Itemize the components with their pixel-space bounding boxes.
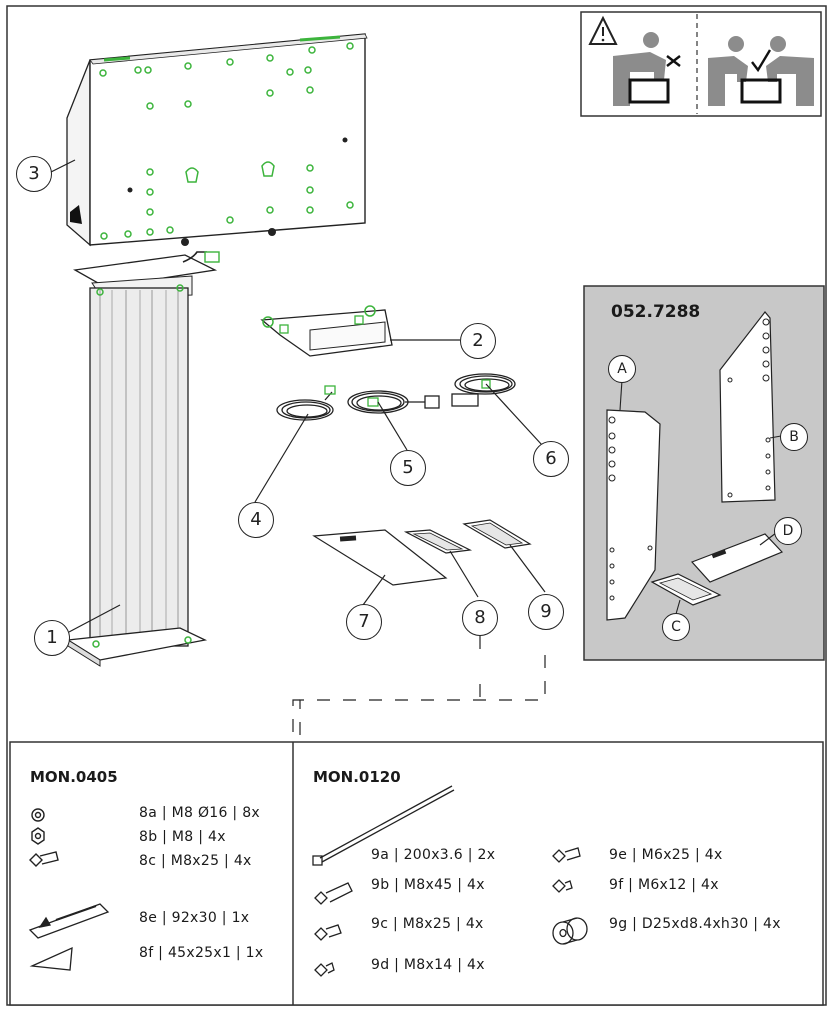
hex-bolt-icon — [29, 851, 59, 867]
callout-6: 6 — [533, 441, 569, 477]
mon0405-item-8c: 8c | M8x25 | 4x — [139, 853, 252, 869]
spacer-icon — [552, 917, 588, 945]
cable-part-4 — [276, 385, 336, 421]
mon0405-item-8e: 8e | 92x30 | 1x — [139, 910, 250, 926]
cable-part-5 — [347, 390, 440, 414]
callout-B: B — [780, 423, 808, 451]
bracket-part — [260, 305, 393, 357]
parts-table — [9, 741, 824, 1006]
bolt-icon — [314, 924, 342, 941]
callout-4: 4 — [238, 502, 274, 538]
mon0120-item-9g: 9g | D25xd8.4xh30 | 4x — [609, 916, 781, 932]
kit-code: 052.7288 — [611, 302, 701, 322]
long-bolt-icon — [314, 882, 353, 905]
two-person-lift-icon — [708, 36, 814, 106]
mon0120-item-9b: 9b | M8x45 | 4x — [371, 877, 485, 893]
callout-2: 2 — [460, 323, 496, 359]
mounting-plate-part — [66, 33, 368, 247]
callout-7: 7 — [346, 604, 382, 640]
callout-3: 3 — [16, 156, 52, 192]
kit-panel — [583, 285, 825, 661]
mon0405-item-8a: 8a | M8 Ø16 | 8x — [139, 805, 260, 821]
callout-1: 1 — [34, 620, 70, 656]
manual-part-7 — [312, 529, 448, 586]
callout-5: 5 — [390, 450, 426, 486]
short-bolt-icon — [314, 962, 335, 977]
warning-icon — [588, 15, 618, 45]
callout-8: 8 — [462, 600, 498, 636]
warning-sticker-icon — [28, 903, 110, 939]
leader-lines — [50, 159, 546, 740]
callout-A: A — [608, 355, 636, 383]
mon0120-item-9a: 9a | 200x3.6 | 2x — [371, 847, 496, 863]
column-part — [66, 251, 220, 667]
lifting-warning-box — [580, 11, 822, 117]
washer-icon — [31, 808, 45, 822]
short-flange-bolt-icon — [552, 879, 573, 893]
mon0405-item-8f: 8f | 45x25x1 | 1x — [139, 945, 264, 961]
callout-9: 9 — [528, 594, 564, 630]
bag-part-9 — [462, 519, 532, 549]
callout-C: C — [662, 613, 690, 641]
mon0120-item-9d: 9d | M8x14 | 4x — [371, 957, 485, 973]
single-person-lift-icon — [613, 32, 681, 106]
mon0120-item-9c: 9c | M8x25 | 4x — [371, 916, 484, 932]
nut-icon — [31, 827, 45, 845]
pad-icon — [29, 946, 73, 971]
mon0405-title: MON.0405 — [30, 768, 118, 786]
cable-tie-icon — [312, 785, 455, 866]
mon0120-title: MON.0120 — [313, 768, 401, 786]
mon0405-item-8b: 8b | M8 | 4x — [139, 829, 226, 845]
mon0120-item-9f: 9f | M6x12 | 4x — [609, 877, 719, 893]
mon0120-item-9e: 9e | M6x25 | 4x — [609, 847, 723, 863]
cable-part-6 — [451, 373, 516, 407]
callout-D: D — [774, 517, 802, 545]
flange-bolt-icon — [552, 847, 581, 863]
bag-part-8 — [403, 529, 473, 554]
